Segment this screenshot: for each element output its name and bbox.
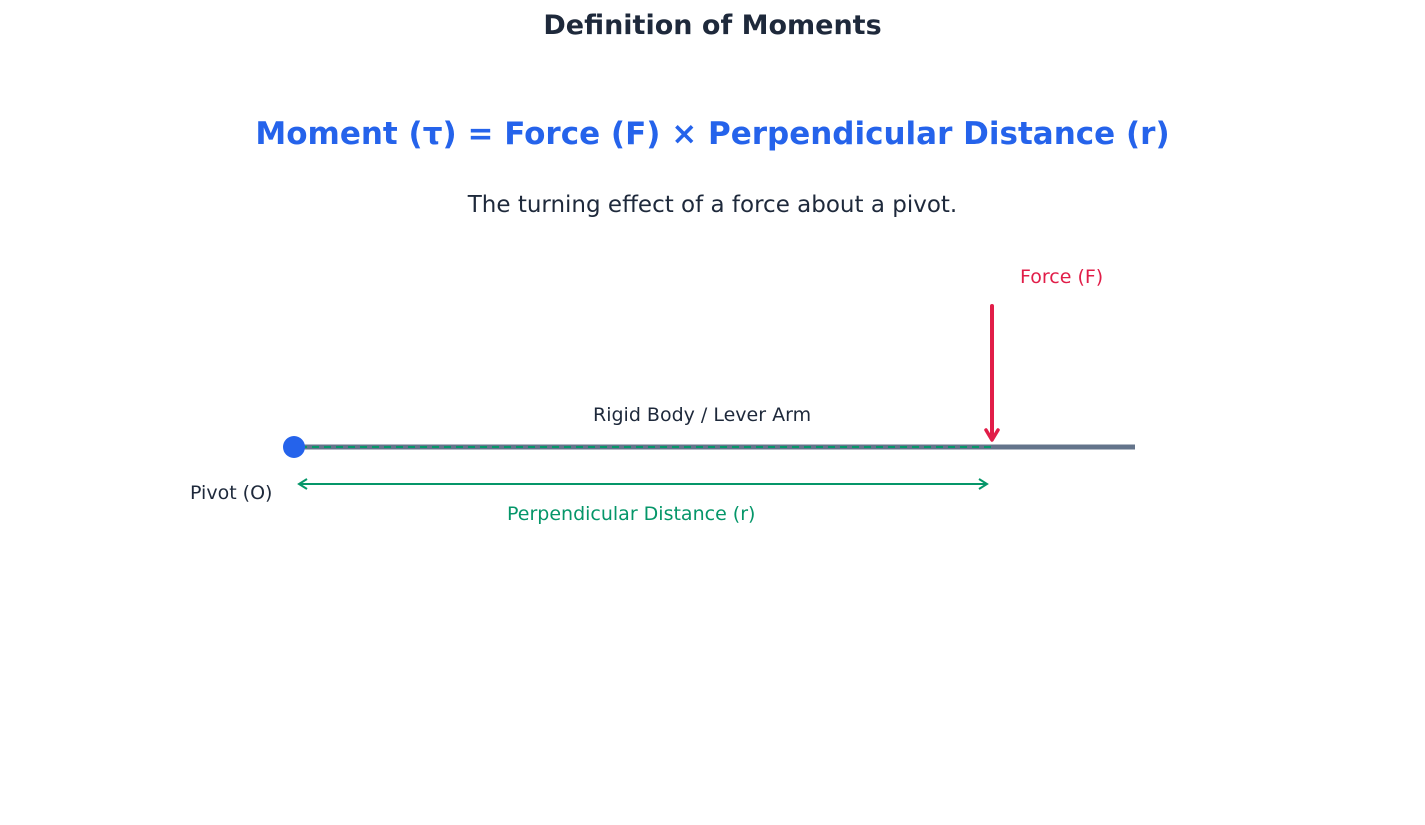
force-arrowhead-icon	[984, 428, 1000, 442]
pivot-point	[283, 436, 305, 458]
page-title: Definition of Moments	[543, 10, 882, 41]
arrow-left-icon	[297, 478, 308, 490]
description-text: The turning effect of a force about a pi…	[467, 192, 958, 218]
moment-formula: Moment (τ) = Force (F) × Perpendicular D…	[255, 116, 1170, 152]
lever-label: Rigid Body / Lever Arm	[593, 404, 812, 426]
arrow-right-icon	[978, 478, 989, 490]
force-label: Force (F)	[1020, 266, 1104, 288]
distance-label: Perpendicular Distance (r)	[507, 503, 756, 525]
pivot-label: Pivot (O)	[190, 482, 273, 504]
